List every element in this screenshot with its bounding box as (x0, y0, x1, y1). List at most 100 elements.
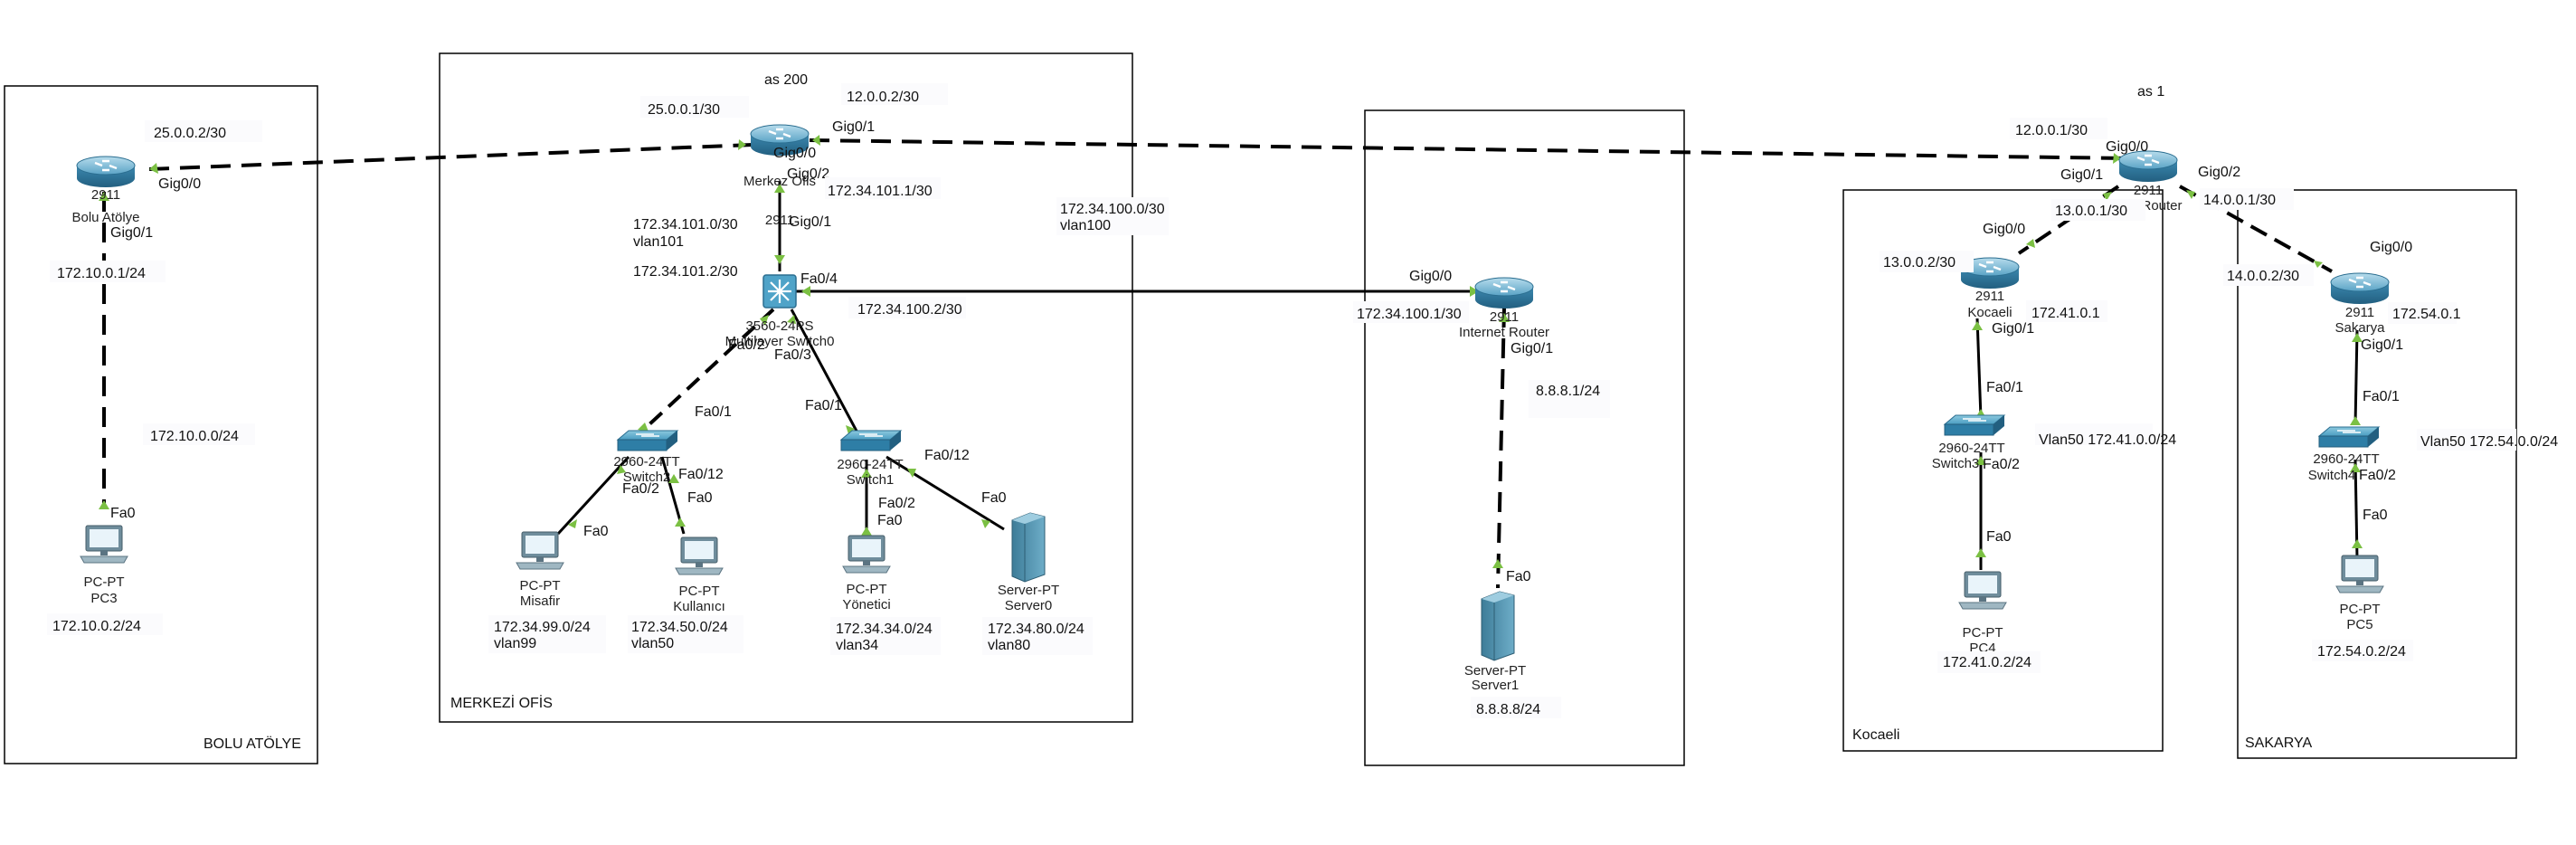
router-icon (2329, 271, 2391, 306)
device-name: Yönetici (842, 597, 890, 612)
ip-note: 13.0.0.1/30 (2055, 204, 2127, 219)
as1-router[interactable]: 2911 Router (2117, 149, 2183, 214)
device-model: PC-PT (679, 584, 720, 599)
ip-note: 172.34.100.2/30 (857, 302, 962, 318)
device-name: Kullanıcı (673, 599, 725, 614)
ip-note: 8.8.8.8/24 (1476, 702, 1540, 717)
port-label: Gig0/0 (2370, 240, 2412, 255)
switch-icon (617, 430, 678, 451)
pc-icon (80, 525, 128, 564)
ip-note: 12.0.0.1/30 (2015, 123, 2088, 138)
vlan-note: vlan34 (836, 638, 878, 653)
pc3[interactable]: PC-PT PC3 (80, 525, 128, 606)
device-model: PC-PT (1963, 625, 2003, 641)
port-label: Fa0 (110, 506, 136, 521)
port-label: Gig0/1 (832, 119, 875, 135)
ip-note: 172.34.100.1/30 (1357, 307, 1462, 322)
ip-note: 172.10.0.0/24 (150, 429, 239, 444)
device-name: Switch3 (1932, 456, 1980, 471)
sakarya-router[interactable]: 2911 Sakarya (2329, 271, 2391, 336)
device-model: PC-PT (84, 574, 125, 590)
ip-note: 172.34.101.2/30 (633, 264, 738, 280)
device-name: Kocaeli (1967, 305, 2012, 320)
ip-note: 172.41.0.1 (2031, 306, 2100, 321)
server1[interactable]: Server-PT Server1 (1464, 591, 1526, 693)
link-bolu-merkez (148, 143, 753, 171)
device-name: Sakarya (2334, 320, 2385, 336)
port-label: Gig0/1 (1511, 341, 1553, 356)
port-label: Fa0/1 (695, 404, 732, 420)
multilayer-switch[interactable]: 3560-24PS Multilayer Switch0 (725, 273, 835, 349)
ip-note: 172.34.80.0/24 (988, 622, 1084, 637)
internet-router[interactable]: 2911 Internet Router (1459, 276, 1549, 340)
device-model: Server-PT (1464, 663, 1526, 679)
port-label: Fa0/2 (878, 496, 915, 511)
port-label: Fa0 (877, 513, 903, 528)
pc-icon (842, 535, 891, 574)
as-label-200: as 200 (764, 72, 808, 88)
device-model: 2911 (91, 187, 120, 203)
port-label: Gig0/2 (2198, 165, 2240, 180)
switch-left[interactable]: 2960-24TT Switch2 (613, 430, 680, 485)
device-name: Router (2141, 198, 2182, 214)
bolu-router[interactable]: 2911 Bolu Atölye (71, 155, 140, 225)
links (102, 138, 2359, 589)
link-merkez-as1 (809, 138, 2128, 160)
device-model: 2911 (1490, 309, 1519, 325)
device-model: 2960-24TT (2313, 451, 2379, 467)
device-model: PC-PT (847, 582, 887, 597)
kocaeli-router[interactable]: 2911 Kocaeli (1959, 256, 2021, 320)
area-label-bolu: BOLU ATÖLYE (204, 736, 301, 752)
device-name: Misafir (520, 593, 560, 609)
area-label-sakarya: SAKARYA (2245, 736, 2312, 751)
device-model: 3560-24PS (745, 318, 813, 334)
port-label: Fa0/12 (678, 467, 724, 482)
ip-note: 14.0.0.2/30 (2227, 269, 2299, 284)
sakarya-switch[interactable]: 2960-24TT Switch4 (2308, 426, 2380, 483)
pc-icon (675, 536, 724, 575)
switch-icon (1944, 414, 2005, 436)
device-name: Switch1 (847, 472, 895, 488)
port-label: Fa0 (2363, 508, 2388, 523)
pc-kullanici[interactable]: PC-PT Kullanıcı (673, 536, 725, 614)
switch-right[interactable]: 2960-24TT Switch1 (837, 430, 904, 488)
device-name: PC5 (2346, 617, 2372, 632)
pc-misafir[interactable]: PC-PT Misafir (516, 531, 564, 609)
server0[interactable]: Server-PT Server0 (998, 512, 1059, 613)
port-label: Gig0/1 (789, 214, 831, 230)
link-sw2-misafir (556, 455, 630, 536)
ip-note: 172.10.0.1/24 (57, 266, 146, 281)
vlan-note: vlan101 (633, 234, 684, 250)
ip-note: 25.0.0.2/30 (154, 126, 226, 141)
device-model: 2911 (1975, 289, 2004, 304)
port-label: Fa0 (1986, 529, 2012, 545)
ip-note: 172.34.50.0/24 (631, 620, 728, 635)
device-name: Multilayer Switch0 (725, 334, 835, 349)
pc5[interactable]: PC-PT PC5 (2335, 555, 2384, 632)
kocaeli-switch[interactable]: 2960-24TT Switch3 (1932, 414, 2005, 471)
switch-icon (2318, 426, 2380, 448)
vlan-note: vlan50 (631, 636, 674, 651)
device-name: Merkez Ofis (743, 174, 816, 189)
switch-icon (840, 430, 902, 451)
device-name: Server1 (1472, 678, 1520, 693)
port-label: Gig0/0 (1983, 222, 2025, 237)
server-icon (1481, 591, 1515, 661)
router-icon (1473, 276, 1535, 310)
port-label: Fa0/2 (1983, 457, 2020, 472)
device-model: 2911 (2134, 183, 2163, 198)
ip-note: 14.0.0.1/30 (2203, 193, 2276, 208)
device-name: Switch4 (2308, 468, 2356, 483)
port-label: Fa0 (1506, 569, 1531, 584)
port-label: Fa0/2 (2359, 468, 2396, 483)
device-name: Server0 (1005, 598, 1053, 613)
device-model: PC-PT (520, 578, 561, 593)
pc-yonetici[interactable]: PC-PT Yönetici (842, 535, 891, 612)
link-sakarya-switch (2353, 329, 2359, 426)
link-kocaeli-switch (1975, 318, 1983, 419)
pc4[interactable]: PC-PT PC4 (1958, 571, 2007, 656)
port-label: Fa0/12 (924, 448, 970, 463)
merkez-router[interactable]: Merkez Ofis 2911 (743, 123, 816, 228)
port-label: Gig0/1 (110, 225, 153, 241)
